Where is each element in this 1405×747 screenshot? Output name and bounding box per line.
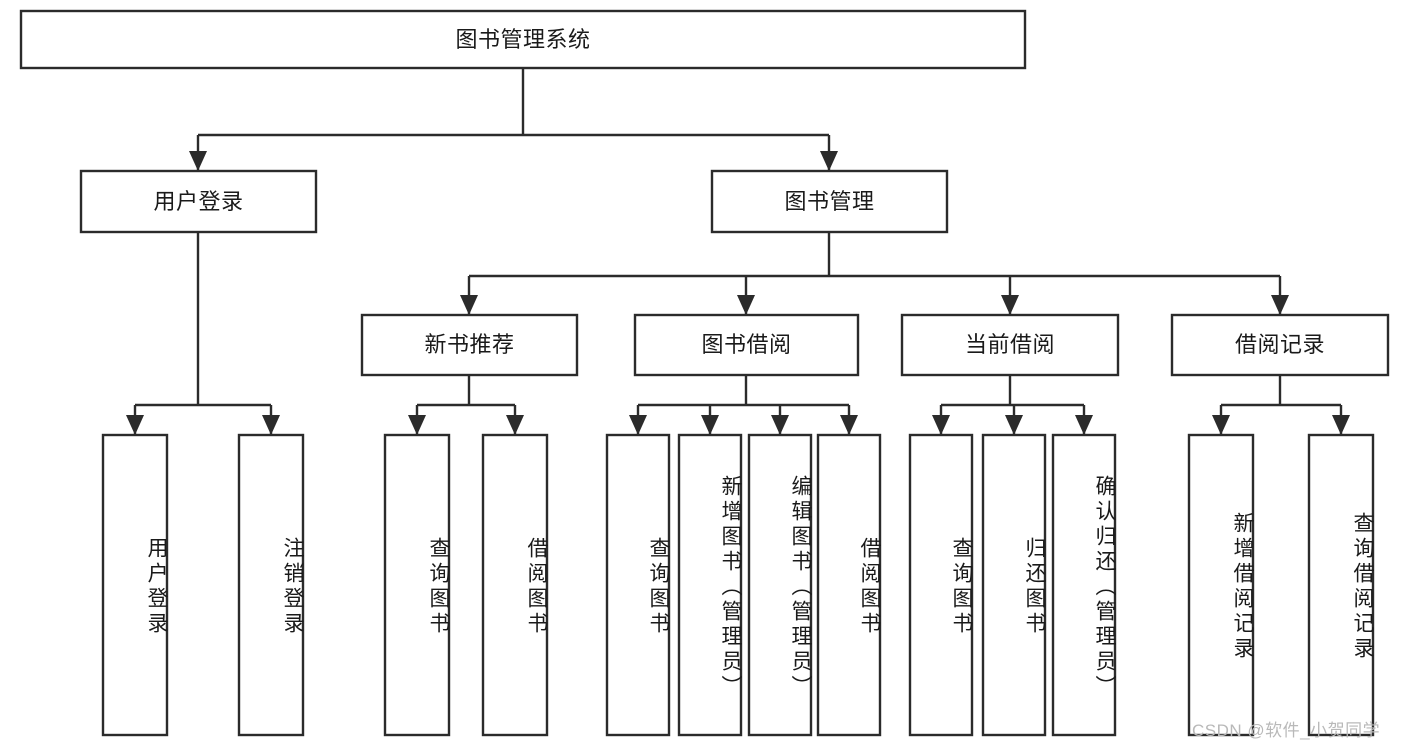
- node-box-leaf-user-login: [101, 433, 169, 737]
- node-box-leaf-add-borrow-record: [1187, 433, 1255, 737]
- current-borrow-bus-arrowhead-2: [1075, 415, 1093, 435]
- node-box-borrow-record: [1170, 313, 1390, 377]
- node-box-leaf-query-book-recommend: [383, 433, 451, 737]
- node-box-leaf-logout-login: [237, 433, 305, 737]
- user-login-bus-arrowhead-0: [126, 415, 144, 435]
- node-box-leaf-borrow-book: [816, 433, 882, 737]
- node-box-book-management: [710, 169, 949, 234]
- current-borrow-bus-arrowhead-0: [932, 415, 950, 435]
- borrow-record-bus-arrowhead-1: [1332, 415, 1350, 435]
- root-bus-arrowhead-0: [189, 151, 207, 171]
- user-login-bus-arrowhead-1: [262, 415, 280, 435]
- node-box-user-login: [79, 169, 318, 234]
- node-box-leaf-return-book: [981, 433, 1047, 737]
- borrow-record-bus-arrowhead-0: [1212, 415, 1230, 435]
- node-box-leaf-add-book-admin: [677, 433, 743, 737]
- node-box-leaf-query-book-borrow: [605, 433, 671, 737]
- book-management-bus-arrowhead-0: [460, 295, 478, 315]
- book-borrow-bus-arrowhead-1: [701, 415, 719, 435]
- node-box-leaf-confirm-return-admin: [1051, 433, 1117, 737]
- node-box-current-borrow: [900, 313, 1120, 377]
- node-box-book-borrow: [633, 313, 860, 377]
- book-management-bus-arrowhead-3: [1271, 295, 1289, 315]
- book-borrow-bus-arrowhead-3: [840, 415, 858, 435]
- new-book-recommend-bus-arrowhead-0: [408, 415, 426, 435]
- book-management-bus-arrowhead-2: [1001, 295, 1019, 315]
- watermark: CSDN @软件_小贺同学: [1192, 721, 1381, 740]
- root-bus-arrowhead-1: [820, 151, 838, 171]
- node-box-leaf-query-book-current: [908, 433, 974, 737]
- node-box-new-book-recommend: [360, 313, 579, 377]
- node-box-leaf-borrow-book-recommend: [481, 433, 549, 737]
- new-book-recommend-bus-arrowhead-1: [506, 415, 524, 435]
- node-box-leaf-edit-book-admin: [747, 433, 813, 737]
- book-borrow-bus-arrowhead-0: [629, 415, 647, 435]
- book-management-bus-arrowhead-1: [737, 295, 755, 315]
- current-borrow-bus-arrowhead-1: [1005, 415, 1023, 435]
- node-box-root: [19, 9, 1027, 70]
- node-box-leaf-query-borrow-record: [1307, 433, 1375, 737]
- book-borrow-bus-arrowhead-2: [771, 415, 789, 435]
